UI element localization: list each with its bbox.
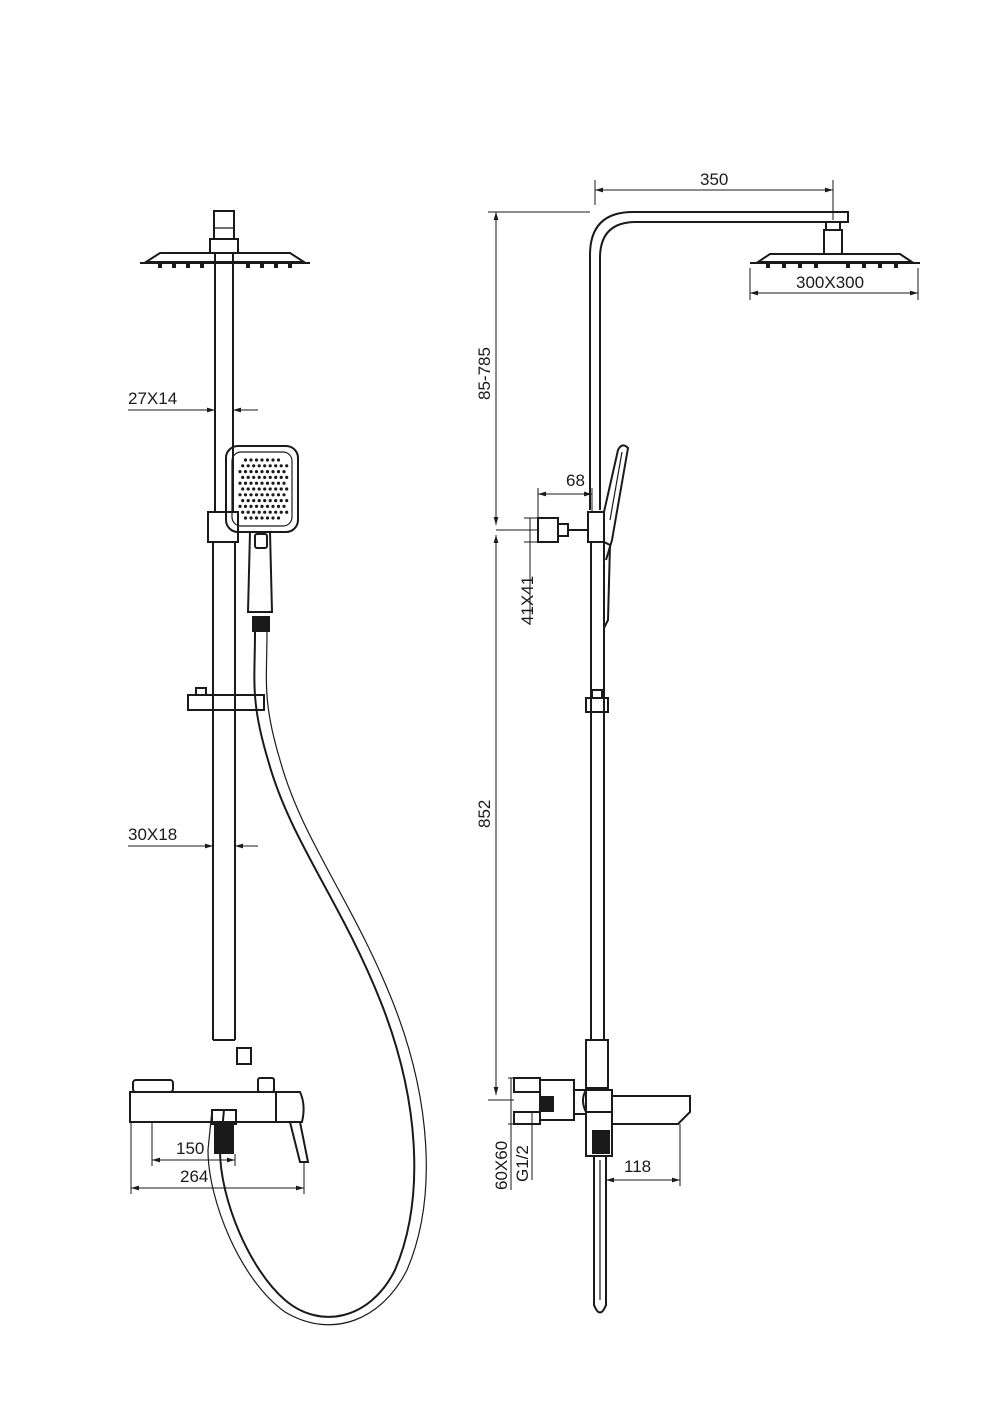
wall-bracket-side (537, 517, 588, 543)
mixer-front (129, 1077, 310, 1163)
dim-thread: G1/2 (513, 1145, 532, 1182)
hand-shower-side (603, 444, 630, 629)
front-view (129, 210, 427, 1326)
lower-pipe-front (212, 542, 236, 1041)
dim-arm-reach: 350 (700, 170, 728, 189)
holder-bracket-front (207, 511, 239, 543)
mixer-side (513, 1077, 691, 1157)
side-view (513, 211, 920, 1314)
side-dimensions: 350 300X300 85-785 68 41X41 852 60X60 G1… (475, 170, 919, 1190)
dim-inlet-spacing: 150 (176, 1139, 204, 1158)
holder-bracket-side (587, 511, 605, 543)
dim-bracket-size: 41X41 (518, 576, 537, 625)
rain-head-side (750, 253, 920, 268)
dim-mount-height: 852 (475, 800, 494, 828)
head-connector (209, 210, 239, 254)
upper-pipe-front (214, 253, 234, 512)
dim-height-adjust: 85-785 (475, 347, 494, 400)
dim-pipe-top: 27X14 (128, 389, 177, 408)
hand-shower-front (225, 445, 299, 632)
dim-spout-length: 118 (624, 1157, 651, 1176)
slide-holder-front (187, 687, 265, 711)
dim-pipe-bottom: 30X18 (128, 825, 177, 844)
riser-arm-side (589, 211, 849, 510)
front-dimensions: 27X14 30X18 150 264 (128, 389, 305, 1194)
hose-side (593, 1156, 607, 1314)
hose-front (207, 631, 427, 1326)
dim-holder-offset: 68 (566, 471, 585, 490)
lower-riser-side (585, 542, 609, 1089)
diverter-knob-front (236, 1047, 252, 1065)
dim-inlet-block: 60X60 (492, 1141, 511, 1190)
rain-head-front (140, 252, 310, 268)
dim-head-size: 300X300 (796, 273, 864, 292)
dim-mixer-width: 264 (180, 1167, 208, 1186)
slide-holder-side (585, 689, 609, 713)
